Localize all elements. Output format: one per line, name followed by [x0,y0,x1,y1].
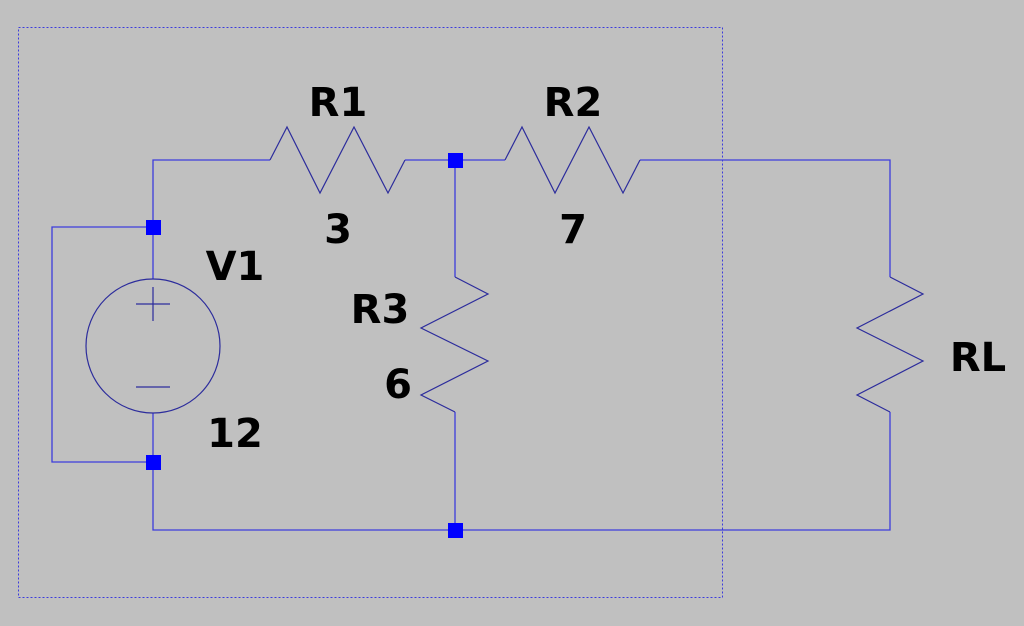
r1-value-label: 3 [324,207,352,253]
junctions [146,153,463,538]
r2-ref-label: R2 [544,80,603,126]
r1-ref-label: R1 [309,80,368,126]
v1-value-label: 12 [207,411,263,457]
selection-box [18,27,723,598]
wires [51,159,891,531]
rl-ref-label: RL [950,335,1006,381]
r3-value-label: 6 [384,362,412,408]
r2-value-label: 7 [559,207,587,253]
junction-dot [146,220,161,235]
junction-dot [448,153,463,168]
resistor-r3[interactable]: R3 6 [351,276,490,413]
v1-ref-label: V1 [206,244,265,290]
junction-dot [448,523,463,538]
r3-ref-label: R3 [351,287,410,333]
voltage-source-v1[interactable]: V1 12 [85,244,265,457]
resistor-r1[interactable]: R1 3 [269,80,406,253]
resistor-rl[interactable]: RL [855,276,1006,413]
junction-dot [146,455,161,470]
resistor-r2[interactable]: R2 7 [504,80,641,253]
